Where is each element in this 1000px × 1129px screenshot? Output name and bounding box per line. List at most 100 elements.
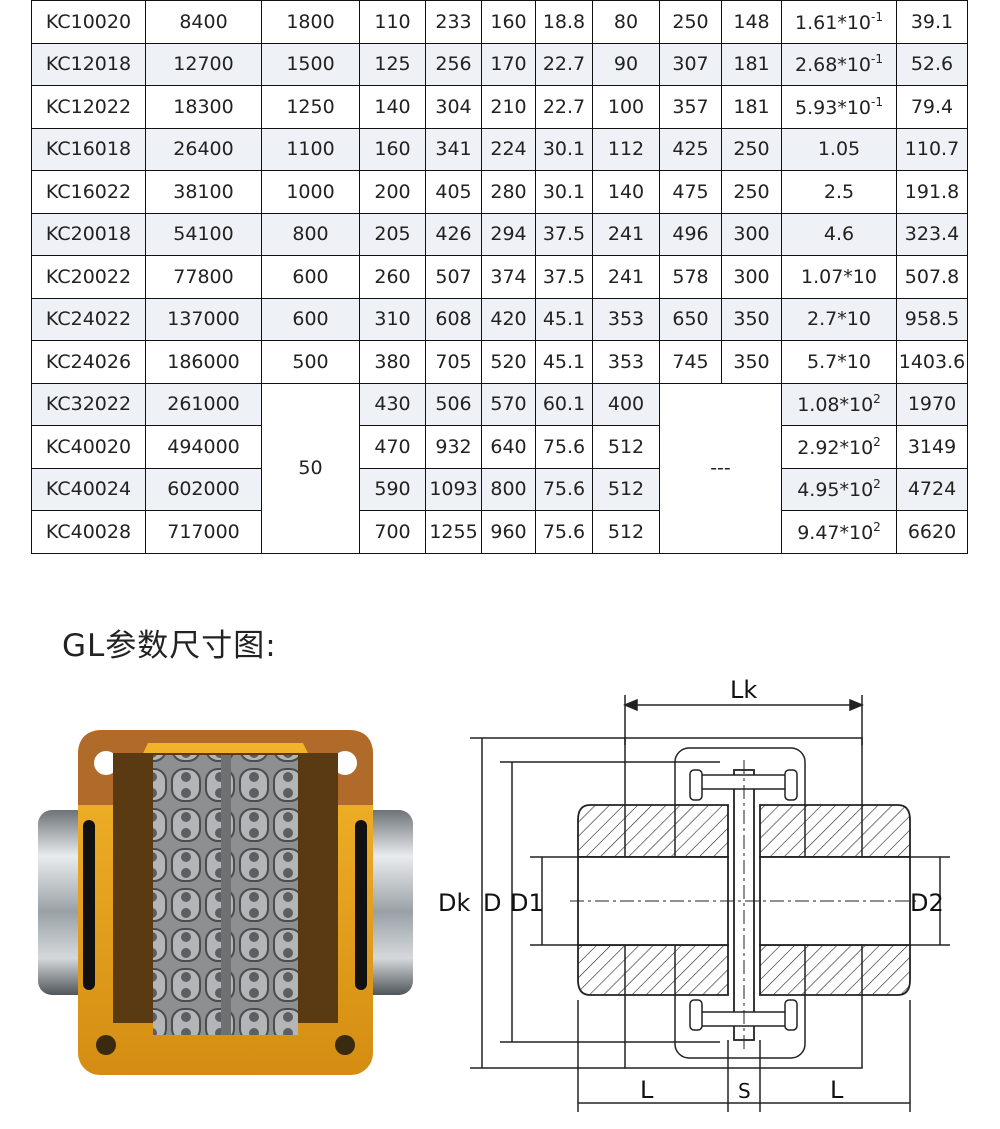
dim-c1-cell: 260 xyxy=(359,255,426,299)
weight-cell: 958.5 xyxy=(896,297,968,341)
inertia-cell: 1.07*10 xyxy=(781,255,897,299)
torque-cell: 186000 xyxy=(145,340,262,384)
inertia-cell: 1.05 xyxy=(781,127,897,171)
dim-c4-cell: 18.8 xyxy=(535,0,593,44)
dim-c6-cell: 307 xyxy=(659,42,722,86)
dim-c7-cell: 250 xyxy=(721,170,782,214)
dim-c4-cell: 22.7 xyxy=(535,85,593,129)
dim-c5-cell: 400 xyxy=(592,382,660,426)
weight-cell: 323.4 xyxy=(896,212,968,256)
dim-c6-cell: 425 xyxy=(659,127,722,171)
dim-c3-cell: 570 xyxy=(481,382,536,426)
dim-c4-cell: 30.1 xyxy=(535,170,593,214)
model-cell: KC24022 xyxy=(31,297,146,341)
torque-cell: 26400 xyxy=(145,127,262,171)
dim-c3-cell: 640 xyxy=(481,425,536,469)
inertia-base: 4.95*10 xyxy=(797,479,874,502)
dim-c2-cell: 705 xyxy=(425,340,482,384)
speed-cell: 1000 xyxy=(261,170,360,214)
inertia-base: 5.93*10 xyxy=(795,96,871,119)
dim-c7-cell: 250 xyxy=(721,127,782,171)
weight-cell: 4724 xyxy=(896,467,968,511)
inertia-base: 1.08*10 xyxy=(797,394,874,417)
dim-c7-cell: 148 xyxy=(721,0,782,44)
inertia-cell: 2.68*10-1 xyxy=(781,42,897,86)
dim-c2-cell: 304 xyxy=(425,85,482,129)
dim-c2-cell: 256 xyxy=(425,42,482,86)
dim-c3-cell: 280 xyxy=(481,170,536,214)
speed-cell: 500 xyxy=(261,340,360,384)
inertia-cell: 2.7*10 xyxy=(781,297,897,341)
dim-c2-cell: 608 xyxy=(425,297,482,341)
dim-c4-cell: 37.5 xyxy=(535,255,593,299)
dim-c1-cell: 470 xyxy=(359,425,426,469)
inertia-exponent: 2 xyxy=(873,477,881,492)
model-cell: KC40028 xyxy=(31,510,146,554)
dim-c6-cell: 496 xyxy=(659,212,722,256)
weight-cell: 6620 xyxy=(896,510,968,554)
speed-cell: 1100 xyxy=(261,127,360,171)
label-d2: D2 xyxy=(910,889,944,917)
dim-c7-cell: 181 xyxy=(721,42,782,86)
dim-c7-cell: 300 xyxy=(721,212,782,256)
dim-c3-cell: 800 xyxy=(481,467,536,511)
dimension-drawing: Lk Dk D D1 D2 L S L xyxy=(438,676,950,1112)
weight-cell: 52.6 xyxy=(896,42,968,86)
label-dk: Dk xyxy=(438,889,470,917)
label-l-left: L xyxy=(640,1076,654,1104)
inertia-exponent: 2 xyxy=(873,434,881,449)
dim-c2-cell: 233 xyxy=(425,0,482,44)
dim-c2-cell: 405 xyxy=(425,170,482,214)
dim-c1-cell: 125 xyxy=(359,42,426,86)
dim-c3-cell: 224 xyxy=(481,127,536,171)
model-cell: KC12022 xyxy=(31,85,146,129)
model-cell: KC16022 xyxy=(31,170,146,214)
dim-c2-cell: 507 xyxy=(425,255,482,299)
inertia-base: 4.6 xyxy=(823,223,855,246)
dim-c3-cell: 160 xyxy=(481,0,536,44)
model-cell: KC12018 xyxy=(31,42,146,86)
model-cell: KC40024 xyxy=(31,467,146,511)
weight-cell: 1403.6 xyxy=(896,340,968,384)
dim-c5-cell: 90 xyxy=(592,42,660,86)
dim-c4-cell: 75.6 xyxy=(535,510,593,554)
dim-c5-cell: 512 xyxy=(592,425,660,469)
inertia-cell: 2.5 xyxy=(781,170,897,214)
speed-cell: 600 xyxy=(261,255,360,299)
label-d1: D1 xyxy=(510,889,544,917)
dim-c4-cell: 45.1 xyxy=(535,340,593,384)
torque-cell: 261000 xyxy=(145,382,262,426)
dim-c2-cell: 426 xyxy=(425,212,482,256)
inertia-base: 2.7*10 xyxy=(807,308,871,331)
model-cell: KC10020 xyxy=(31,0,146,44)
weight-cell: 3149 xyxy=(896,425,968,469)
inertia-exponent: -1 xyxy=(871,94,883,109)
dim-c6-cell: 357 xyxy=(659,85,722,129)
inertia-exponent: 2 xyxy=(873,519,881,534)
model-cell: KC40020 xyxy=(31,425,146,469)
speed-cell: 1500 xyxy=(261,42,360,86)
coupling-photo xyxy=(38,730,413,1075)
dims-merged-cell: --- xyxy=(659,382,782,554)
dim-c7-cell: 181 xyxy=(721,85,782,129)
dim-c5-cell: 241 xyxy=(592,212,660,256)
dim-c5-cell: 241 xyxy=(592,255,660,299)
speed-merged-cell: 50 xyxy=(261,382,360,554)
speed-cell: 1250 xyxy=(261,85,360,129)
dim-c1-cell: 310 xyxy=(359,297,426,341)
weight-cell: 1970 xyxy=(896,382,968,426)
inertia-base: 1.07*10 xyxy=(801,265,877,288)
dim-c5-cell: 80 xyxy=(592,0,660,44)
torque-cell: 77800 xyxy=(145,255,262,299)
speed-cell: 1800 xyxy=(261,0,360,44)
dim-c3-cell: 210 xyxy=(481,85,536,129)
